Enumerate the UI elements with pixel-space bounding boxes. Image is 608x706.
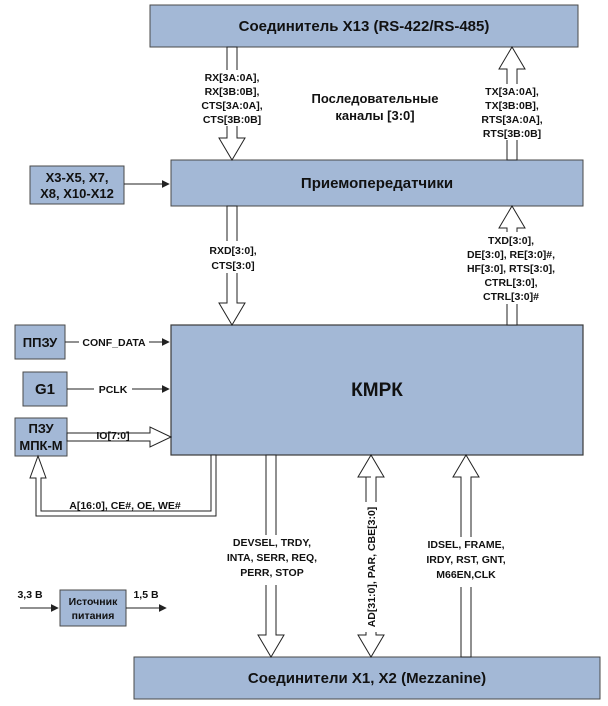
svg-text:INTA, SERR, REQ,: INTA, SERR, REQ, [227,552,317,564]
transceivers-block: Приемопередатчики [170,159,584,207]
svg-text:PCLK: PCLK [99,384,128,396]
svg-text:RTS[3A:0A],: RTS[3A:0A], [481,114,542,126]
ppzu-block: ППЗУ [14,324,66,360]
x-connectors-line2: X8, X10-X12 [40,186,114,201]
voltage-out-label: 1,5 В [133,589,159,601]
txd-signals-label: TXD[3:0], DE[3:0], RE[3:0]#, HF[3:0], RT… [458,232,566,304]
x-connectors-block: X3-X5, X7, X8, X10-X12 [29,165,125,205]
rxd-signals-label: RXD[3:0], CTS[3:0] [205,241,261,273]
pzu-line2: МПК-М [19,438,62,453]
pzu-line1: ПЗУ [28,421,54,436]
connector-x13-label: Соединитель X13 (RS-422/RS-485) [239,18,490,35]
svg-text:CTRL[3:0],: CTRL[3:0], [484,277,537,289]
svg-text:RXD[3:0],: RXD[3:0], [209,245,256,257]
svg-text:CTS[3:0]: CTS[3:0] [211,260,254,272]
kmpk-block: КМРК [170,324,584,456]
transceivers-label: Приемопередатчики [301,175,453,192]
address-bus-label: A[16:0], CE#, OE, WE# [69,500,181,512]
svg-text:TX[3B:0B],: TX[3B:0B], [485,100,539,112]
svg-text:IRDY, RST, GNT,: IRDY, RST, GNT, [426,554,505,566]
devsel-signals-label: DEVSEL, TRDY, INTA, SERR, REQ, PERR, STO… [222,535,324,585]
x-connectors-line1: X3-X5, X7, [46,170,109,185]
serial-channels-label: Последовательные каналы [3:0] [312,91,439,123]
svg-text:TX[3A:0A],: TX[3A:0A], [485,86,539,98]
svg-text:DE[3:0], RE[3:0]#,: DE[3:0], RE[3:0]#, [467,249,555,261]
mezzanine-label: Соединители X1, X2 (Mezzanine) [248,670,486,687]
svg-text:RX[3A:0A],: RX[3A:0A], [205,72,260,84]
address-bus-arrow [29,454,217,517]
svg-text:RX[3B:0B],: RX[3B:0B], [205,86,260,98]
pclk-label: PCLK [94,382,132,396]
g1-label: G1 [35,381,55,398]
svg-text:CONF_DATA: CONF_DATA [82,337,146,349]
pzu-block: ПЗУ МПК-М [14,417,68,457]
svg-text:IDSEL, FRAME,: IDSEL, FRAME, [427,539,504,551]
power-supply-line2: питания [72,610,115,622]
svg-text:M66EN,CLK: M66EN,CLK [436,569,496,581]
voltage-in-label: 3,3 В [17,589,43,601]
power-supply-block: Источник питания [59,589,127,627]
rx-signals-label: RX[3A:0A], RX[3B:0B], CTS[3A:0A], CTS[3B… [196,70,268,126]
svg-text:каналы [3:0]: каналы [3:0] [335,108,414,123]
connector-x13-block: Соединитель X13 (RS-422/RS-485) [149,4,579,48]
io-bus-arrow [66,426,173,448]
svg-text:HF[3:0], RTS[3:0],: HF[3:0], RTS[3:0], [467,263,555,275]
g1-block: G1 [22,371,68,407]
tx-signals-label: TX[3A:0A], TX[3B:0B], RTS[3A:0A], RTS[3B… [476,84,548,140]
svg-text:RTS[3B:0B]: RTS[3B:0B] [483,128,541,140]
io-label: IO[7:0] [96,430,129,442]
svg-text:CTRL[3:0]#: CTRL[3:0]# [483,291,539,303]
svg-text:PERR, STOP: PERR, STOP [240,567,303,579]
ppzu-label: ППЗУ [23,335,58,350]
svg-text:AD[31:0], PAR, CBE[3:0]: AD[31:0], PAR, CBE[3:0] [366,507,378,628]
idsel-signals-label: IDSEL, FRAME, IRDY, RST, GNT, M66EN,CLK [418,537,514,587]
power-supply-line1: Источник [69,596,118,608]
svg-text:CTS[3A:0A],: CTS[3A:0A], [201,100,262,112]
mezzanine-block: Соединители X1, X2 (Mezzanine) [133,656,601,700]
kmpk-label: КМРК [351,380,403,401]
svg-text:DEVSEL, TRDY,: DEVSEL, TRDY, [233,537,311,549]
ad-bus-label: AD[31:0], PAR, CBE[3:0] [364,502,378,632]
svg-text:TXD[3:0],: TXD[3:0], [488,235,534,247]
conf-data-label: CONF_DATA [79,335,149,349]
svg-text:Последовательные: Последовательные [312,91,439,106]
svg-text:CTS[3B:0B]: CTS[3B:0B] [203,114,261,126]
